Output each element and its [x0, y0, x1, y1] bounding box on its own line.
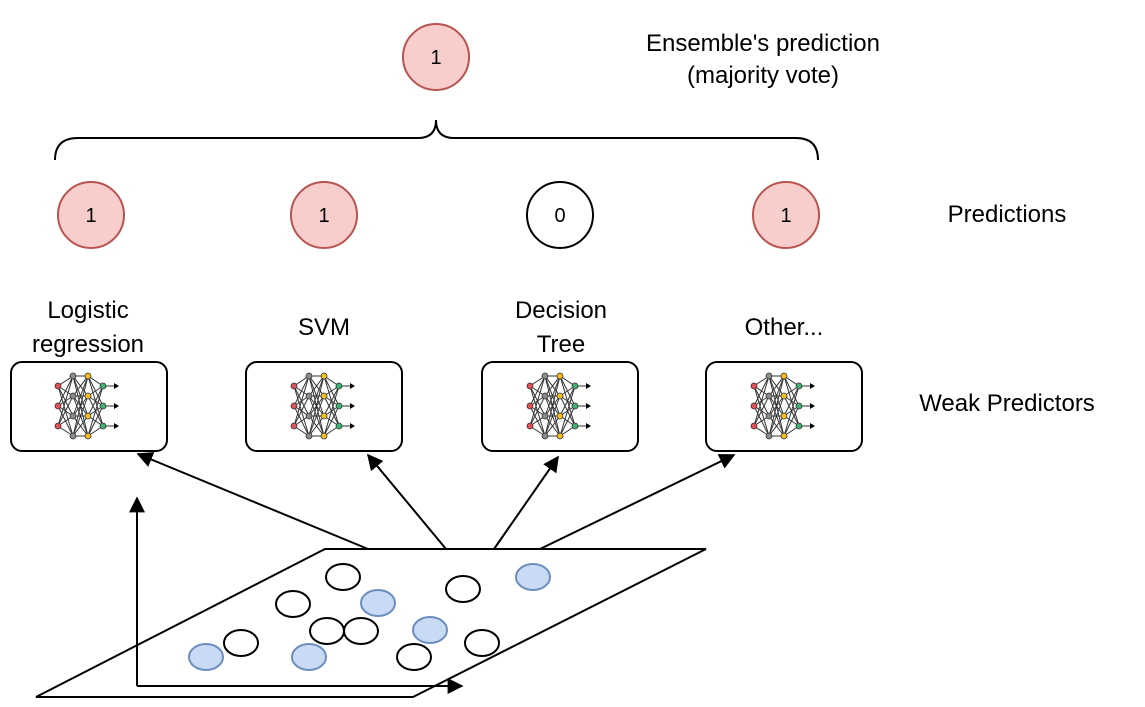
predictor-name-other: Other... [745, 314, 824, 341]
data-point-class-a [396, 643, 432, 671]
data-point-class-b [515, 563, 551, 591]
prediction-node-logistic [57, 181, 125, 249]
prediction-nodes: 1 1 0 1 [57, 181, 820, 249]
predictor-name-svm: SVM [298, 314, 350, 341]
data-point-class-b [360, 589, 396, 617]
data-point-class-a [325, 563, 361, 591]
prediction-value-svm: 1 [318, 205, 329, 227]
arrow-to-svm [366, 453, 447, 550]
data-point-class-a [445, 575, 481, 603]
ensemble-prediction-value: 1 [430, 47, 441, 69]
prediction-value-tree: 0 [554, 205, 565, 227]
data-points [188, 563, 551, 671]
predictor-name-tree-line1: Decision [515, 297, 607, 324]
data-point-class-a [223, 629, 259, 657]
predictor-name-logistic-line1: Logistic [47, 297, 128, 324]
predictor-name-tree-line2: Tree [537, 331, 585, 358]
prediction-value-other: 1 [780, 205, 791, 227]
data-axes [129, 496, 464, 694]
prediction-value-logistic: 1 [85, 205, 96, 227]
majority-vote-brace [54, 119, 819, 161]
predictor-box-other [705, 361, 863, 452]
arrow-to-logistic [136, 452, 369, 550]
arrow-to-tree [493, 455, 559, 550]
predictor-box-tree [481, 361, 639, 452]
data-point-class-b [291, 643, 327, 671]
data-point-class-b [188, 643, 224, 671]
ensemble-prediction-node [402, 23, 470, 91]
ensemble-label-line1: Ensemble's prediction [646, 30, 880, 57]
data-point-class-a [464, 629, 500, 657]
predictor-box-logistic [10, 361, 168, 452]
data-point-class-a [309, 617, 345, 645]
weak-predictors-label: Weak Predictors [919, 390, 1095, 417]
data-point-class-a [275, 590, 311, 618]
prediction-node-tree [526, 181, 594, 249]
predictions-label: Predictions [948, 201, 1067, 228]
predictor-box-svm [245, 361, 403, 452]
predictor-name-logistic-line2: regression [32, 331, 144, 358]
prediction-node-other [752, 181, 820, 249]
data-point-class-b [412, 616, 448, 644]
ensemble-label-line2: (majority vote) [687, 62, 839, 89]
arrow-to-other [539, 454, 736, 550]
data-point-class-a [343, 617, 379, 645]
prediction-node-svm [290, 181, 358, 249]
data-arrows [136, 452, 736, 550]
